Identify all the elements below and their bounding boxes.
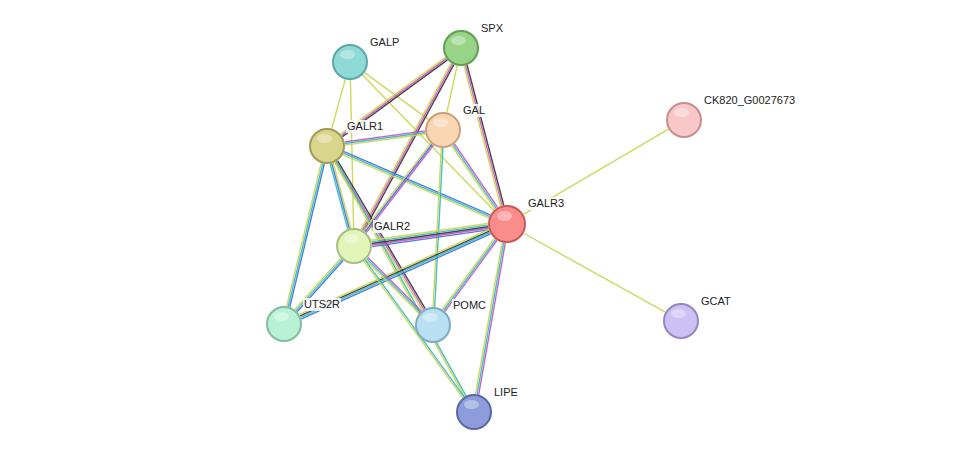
interaction-edge bbox=[335, 161, 466, 396]
node-label: GALP bbox=[369, 36, 400, 49]
interaction-edge bbox=[433, 148, 443, 307]
protein-node: GAL bbox=[425, 112, 461, 148]
node-highlight bbox=[674, 108, 688, 117]
node-highlight bbox=[317, 134, 331, 143]
node-highlight bbox=[497, 211, 512, 221]
node-highlight bbox=[340, 50, 354, 59]
interaction-edge bbox=[345, 131, 426, 145]
evidence-line bbox=[364, 261, 463, 398]
node-label: GCAT bbox=[700, 295, 732, 308]
evidence-line bbox=[435, 148, 443, 307]
node-highlight bbox=[433, 118, 447, 127]
node-label: POMC bbox=[452, 299, 487, 312]
protein-node: GALR3 bbox=[488, 205, 526, 243]
protein-node: GALP bbox=[332, 44, 368, 80]
node-highlight bbox=[423, 313, 437, 322]
protein-node: SPX bbox=[443, 30, 479, 66]
evidence-line bbox=[524, 233, 666, 312]
evidence-line bbox=[365, 144, 432, 231]
node-highlight bbox=[464, 400, 478, 409]
node-highlight bbox=[451, 36, 465, 45]
node-label: SPX bbox=[480, 22, 504, 35]
node-label: GALR1 bbox=[346, 120, 384, 133]
node-highlight bbox=[344, 234, 358, 243]
evidence-line bbox=[477, 243, 504, 395]
evidence-line bbox=[467, 65, 504, 205]
evidence-line bbox=[445, 240, 497, 311]
protein-node: POMC bbox=[415, 307, 451, 343]
evidence-line bbox=[335, 162, 465, 396]
node-label: GALR2 bbox=[373, 220, 411, 233]
evidence-line bbox=[345, 134, 425, 145]
evidence-line bbox=[479, 243, 506, 395]
interaction-edge bbox=[332, 79, 345, 128]
interaction-edge bbox=[452, 144, 498, 209]
evidence-line bbox=[345, 132, 425, 143]
evidence-line bbox=[433, 148, 441, 307]
evidence-line bbox=[336, 161, 466, 395]
interaction-edge bbox=[366, 258, 422, 314]
evidence-line bbox=[454, 144, 497, 207]
evidence-line bbox=[287, 163, 322, 306]
evidence-line bbox=[365, 260, 464, 397]
evidence-line bbox=[476, 242, 503, 394]
evidence-line bbox=[453, 145, 496, 208]
protein-node: UTS2R bbox=[266, 306, 302, 342]
evidence-line bbox=[523, 129, 668, 214]
evidence-line bbox=[366, 260, 420, 314]
evidence-line bbox=[364, 143, 431, 230]
node-label: CK820_G0027673 bbox=[703, 94, 796, 107]
interaction-edge bbox=[476, 242, 506, 394]
evidence-line bbox=[367, 259, 421, 313]
evidence-line bbox=[296, 259, 342, 310]
node-label: GAL bbox=[462, 104, 486, 117]
protein-node: LIPE bbox=[456, 394, 492, 430]
evidence-line bbox=[297, 260, 343, 311]
node-label: UTS2R bbox=[303, 298, 341, 311]
protein-node: GCAT bbox=[663, 303, 699, 339]
interaction-edge bbox=[464, 65, 504, 206]
interaction-edge bbox=[442, 238, 497, 311]
interaction-edge bbox=[364, 143, 434, 232]
node-label: LIPE bbox=[493, 386, 519, 399]
node-label: GALR3 bbox=[527, 197, 565, 210]
interaction-edge bbox=[524, 233, 666, 312]
evidence-line bbox=[366, 145, 433, 232]
interaction-edge bbox=[523, 129, 668, 214]
protein-node: GALR1 bbox=[309, 128, 345, 164]
node-highlight bbox=[671, 309, 685, 318]
evidence-line bbox=[332, 79, 345, 128]
protein-node: GALR2 bbox=[336, 228, 372, 264]
node-highlight bbox=[274, 312, 288, 321]
evidence-line bbox=[452, 146, 495, 209]
evidence-line bbox=[466, 65, 503, 205]
interaction-edge bbox=[364, 260, 464, 398]
interaction-edge bbox=[295, 258, 343, 311]
protein-node: CK820_G0027673 bbox=[666, 102, 702, 138]
